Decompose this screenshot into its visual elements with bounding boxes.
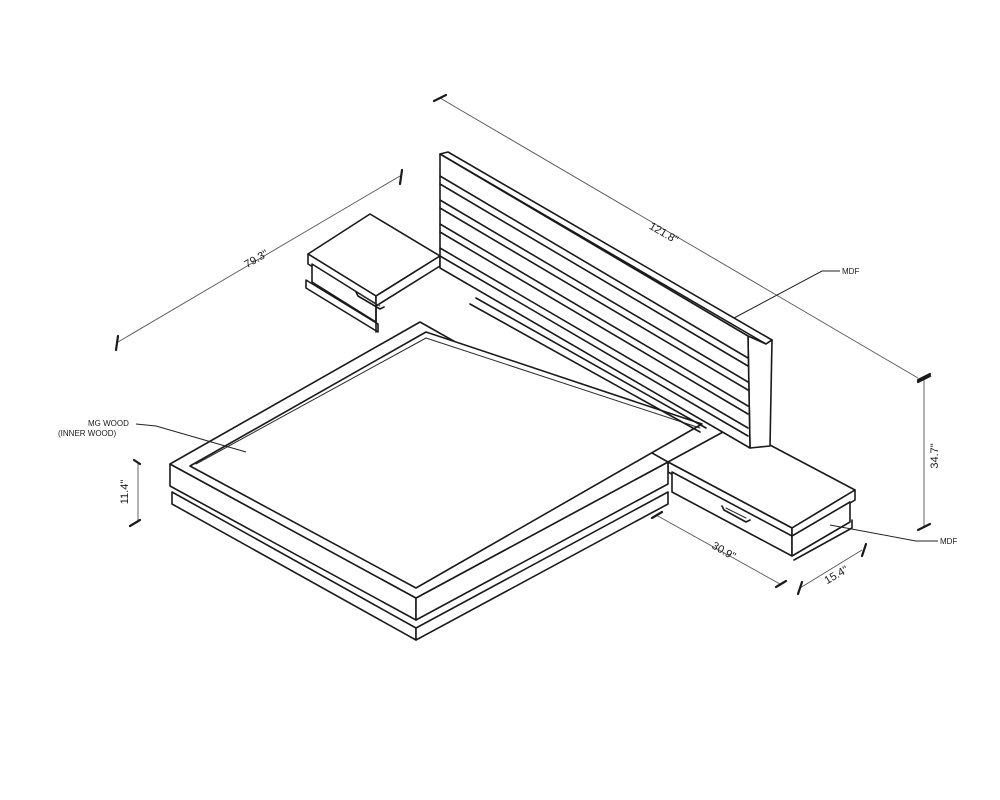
left-nightstand	[305, 213, 441, 333]
dim-label-headboard-height: 34.7"	[929, 443, 941, 468]
headboard	[439, 151, 773, 449]
dim-label-platform-height: 11.4"	[119, 480, 131, 505]
dimension-lines	[114, 93, 932, 596]
callout-nightstand-material: MDF	[940, 537, 957, 546]
callout-inner-material-line1: MG WOOD	[88, 419, 129, 428]
right-drawer-handle-icon	[721, 505, 751, 523]
callout-headboard-material: MDF	[842, 267, 859, 276]
left-drawer-handle-icon	[355, 291, 385, 310]
callout-inner-material-line2: (INNER WOOD)	[58, 429, 117, 438]
dim-label-nightstand-width: 30.9"	[710, 540, 738, 563]
right-nightstand	[667, 425, 856, 561]
dim-label-bed-depth: 79.3"	[243, 248, 271, 271]
dim-label-headboard-length: 121.8"	[647, 220, 680, 246]
leader-lines	[135, 270, 938, 542]
bed-platform	[169, 297, 707, 641]
dim-label-nightstand-depth: 15.4"	[823, 564, 851, 587]
